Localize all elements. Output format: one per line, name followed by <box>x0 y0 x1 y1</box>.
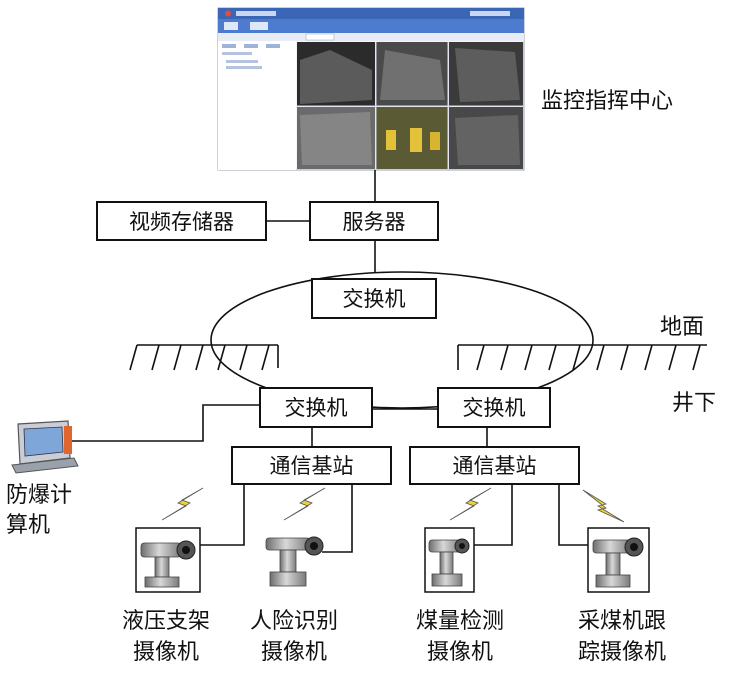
computer-icon <box>11 420 79 474</box>
connection-lines <box>72 170 590 553</box>
camera-4-label-line1: 采煤机跟 <box>578 609 666 634</box>
monitoring-screen-image <box>217 7 525 171</box>
camera-2-label-line1: 人险识别 <box>250 609 338 634</box>
video-storage-node: 视频存储器 <box>96 201 267 241</box>
camera-icon-1 <box>135 527 201 593</box>
right-switch-label: 交换机 <box>463 396 526 420</box>
server-label: 服务器 <box>343 210 406 234</box>
right-base-station-node: 通信基站 <box>409 446 580 485</box>
monitor-center-label: 监控指挥中心 <box>541 89 673 114</box>
ground-label: 地面 <box>660 315 704 340</box>
ring-network <box>210 271 594 409</box>
camera-1-label-line1: 液压支架 <box>122 609 210 634</box>
camera-2-label-line2: 摄像机 <box>261 640 327 665</box>
camera-3-label-line2: 摄像机 <box>427 640 493 665</box>
camera-4-label-line2: 踪摄像机 <box>578 640 666 665</box>
camera-icon-2 <box>265 536 324 587</box>
left-switch-node: 交换机 <box>259 387 373 428</box>
camera-3-label-line1: 煤量检测 <box>416 609 504 634</box>
server-node: 服务器 <box>309 201 439 241</box>
computer-label-line2: 算机 <box>6 513 50 538</box>
top-switch-label: 交换机 <box>343 287 406 311</box>
right-switch-node: 交换机 <box>437 387 551 428</box>
underground-label: 井下 <box>672 391 716 416</box>
left-base-station-node: 通信基站 <box>231 446 392 485</box>
video-storage-label: 视频存储器 <box>129 210 234 234</box>
left-base-station-label: 通信基站 <box>270 454 354 478</box>
right-base-station-label: 通信基站 <box>453 454 537 478</box>
camera-icon-3 <box>424 527 475 593</box>
camera-icon-4 <box>587 527 650 593</box>
left-switch-label: 交换机 <box>285 396 348 420</box>
ground-hatching <box>129 344 707 371</box>
top-switch-node: 交换机 <box>311 278 437 319</box>
computer-label-line1: 防爆计 <box>6 483 72 508</box>
camera-1-label-line2: 摄像机 <box>133 640 199 665</box>
wireless-signal-icons <box>161 487 625 523</box>
